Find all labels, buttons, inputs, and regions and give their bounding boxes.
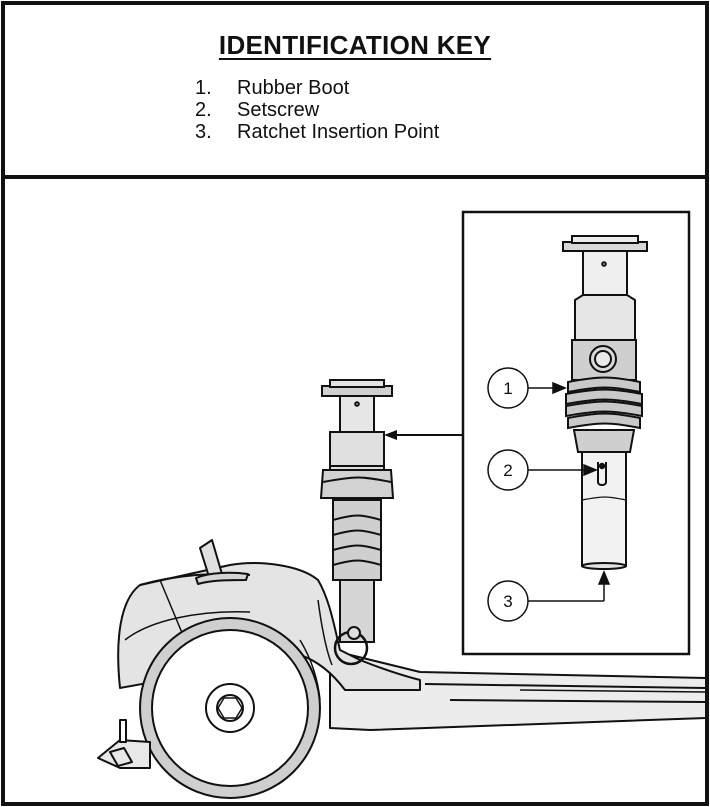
callout-leaders: [528, 381, 611, 602]
seat-post-main: [319, 379, 395, 666]
svg-text:1: 1: [503, 379, 512, 398]
scooter-illustration: [97, 539, 707, 799]
identification-key-list: 1.Rubber Boot 2.Setscrew 3.Ratchet Inser…: [195, 77, 439, 143]
identification-key-title: IDENTIFICATION KEY: [218, 30, 492, 60]
callout-2: 2: [487, 449, 529, 491]
svg-text:3: 3: [503, 592, 512, 611]
detail-inset: [384, 210, 691, 656]
key-item: 2.Setscrew: [195, 99, 320, 121]
key-item: 3.Ratchet Insertion Point: [195, 121, 440, 143]
svg-text:2: 2: [503, 461, 512, 480]
key-item: 1.Rubber Boot: [195, 77, 350, 99]
callout-1: 1: [487, 367, 529, 409]
callout-3: 3: [487, 580, 529, 622]
seat-post-detail: [562, 235, 648, 570]
